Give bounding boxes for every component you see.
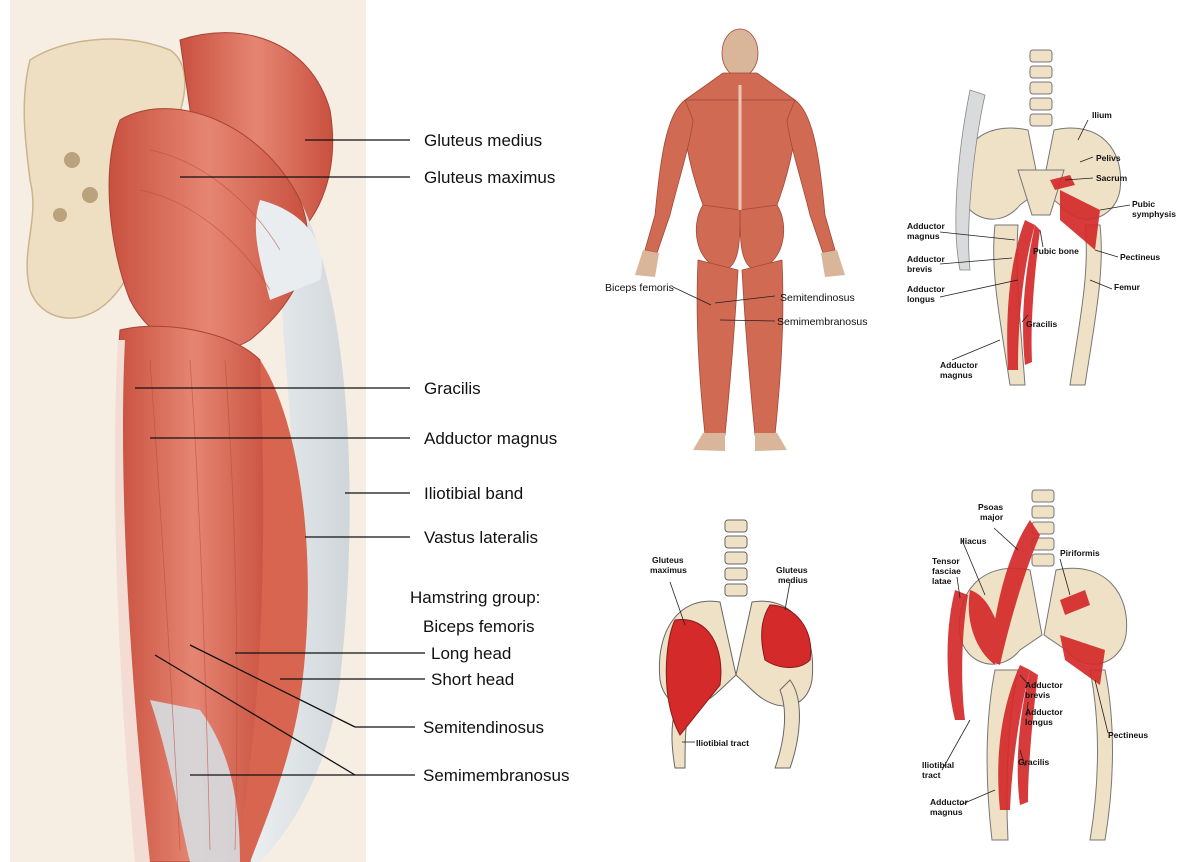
label-adductor-longus-2: longus bbox=[1025, 717, 1053, 727]
label-adductor-magnus-top: Adductor bbox=[907, 221, 945, 231]
sacral-foramen bbox=[82, 187, 98, 203]
vertebra bbox=[1030, 114, 1052, 126]
label-adductor-brevis: Adductor bbox=[1025, 680, 1063, 690]
vertebra bbox=[1032, 490, 1054, 502]
posterior-body-panel: Biceps femoris Semitendinosus Semimembra… bbox=[595, 25, 905, 465]
vertebra bbox=[725, 520, 747, 532]
label-gluteus-maximus: Gluteus bbox=[652, 555, 684, 565]
glutes-illustration: Gluteus maximus Gluteus medius Iliotibia… bbox=[640, 510, 840, 770]
vertebra bbox=[1030, 82, 1052, 94]
tensor-fasciae-latae bbox=[948, 590, 969, 720]
posterior-thigh-panel: Gluteus medius Gluteus maximus Gracilis … bbox=[0, 0, 600, 862]
label-pectineus: Pectineus bbox=[1108, 730, 1148, 740]
vertebra bbox=[725, 584, 747, 596]
label-gluteus-medius-2: medius bbox=[778, 575, 808, 585]
hip-flexors-panel: Psoas major Iliacus Tensor fasciae latae… bbox=[900, 480, 1180, 850]
label-gluteus-medius: Gluteus medius bbox=[424, 131, 542, 150]
label-gracilis: Gracilis bbox=[1026, 319, 1057, 329]
label-pelvis: Pelivs bbox=[1096, 153, 1121, 163]
label-pubic-bone: Pubic bone bbox=[1033, 246, 1079, 256]
label-iliotibial-2: tract bbox=[922, 770, 941, 780]
label-adductor-magnus-bottom: Adductor bbox=[940, 360, 978, 370]
adductor-labels: Ilium Pelivs Sacrum Pubic symphysis Addu… bbox=[907, 110, 1176, 380]
label-semitendinosus: Semitendinosus bbox=[423, 718, 544, 737]
label-piriformis: Piriformis bbox=[1060, 548, 1100, 558]
right-foot bbox=[755, 433, 787, 451]
left-glute bbox=[696, 205, 740, 270]
vertebra bbox=[1032, 554, 1054, 566]
vertebra bbox=[1030, 66, 1052, 78]
left-leg bbox=[697, 260, 738, 435]
vertebra bbox=[725, 552, 747, 564]
left-foot bbox=[693, 433, 725, 451]
label-adductor-magnus-2: magnus bbox=[930, 807, 963, 817]
glutes-panel: Gluteus maximus Gluteus medius Iliotibia… bbox=[640, 510, 840, 770]
label-symphysis: symphysis bbox=[1132, 209, 1176, 219]
vertebra bbox=[725, 536, 747, 548]
label-adductor-magnus: Adductor magnus bbox=[424, 429, 557, 448]
right-femur bbox=[1090, 670, 1113, 840]
right-leg bbox=[742, 260, 783, 435]
label-gracilis: Gracilis bbox=[1018, 757, 1049, 767]
right-arm bbox=[787, 100, 835, 253]
posterior-thigh-illustration: Gluteus medius Gluteus maximus Gracilis … bbox=[0, 0, 600, 862]
label-adductor-longus: Adductor bbox=[907, 284, 945, 294]
head bbox=[722, 29, 758, 77]
label-biceps-femoris: Biceps femoris bbox=[605, 282, 674, 294]
label-adductor-brevis-2: brevis bbox=[1025, 690, 1050, 700]
right-glute bbox=[740, 205, 784, 270]
left-arm bbox=[645, 100, 693, 253]
vertebra bbox=[725, 568, 747, 580]
label-psoas: Psoas bbox=[978, 502, 1003, 512]
label-iliotibial: Iliotibial bbox=[922, 760, 954, 770]
label-gluteus-maximus: Gluteus maximus bbox=[424, 168, 555, 187]
label-adductor-longus-2: longus bbox=[907, 294, 935, 304]
sacral-foramen bbox=[53, 208, 67, 222]
label-short-head: Short head bbox=[431, 670, 514, 689]
label-ilium: Ilium bbox=[1092, 110, 1112, 120]
label-gracilis: Gracilis bbox=[424, 379, 481, 398]
label-iliacus: Iliacus bbox=[960, 536, 987, 546]
label-tensor: Tensor bbox=[932, 556, 960, 566]
vertebra bbox=[1032, 506, 1054, 518]
label-semimembranosus: Semimembranosus bbox=[423, 766, 569, 785]
label-adductor-magnus-bottom-2: magnus bbox=[940, 370, 973, 380]
sacral-foramen bbox=[64, 152, 80, 168]
left-hand bbox=[635, 250, 659, 277]
label-long-head: Long head bbox=[431, 644, 511, 663]
label-adductor-brevis-2: brevis bbox=[907, 264, 932, 274]
adductors-panel: Ilium Pelivs Sacrum Pubic symphysis Addu… bbox=[900, 40, 1180, 400]
label-femur: Femur bbox=[1114, 282, 1141, 292]
label-sacrum: Sacrum bbox=[1096, 173, 1128, 183]
label-gluteus-maximus-2: maximus bbox=[650, 565, 687, 575]
sacrum-bone bbox=[1018, 170, 1064, 215]
adductors-illustration: Ilium Pelivs Sacrum Pubic symphysis Addu… bbox=[900, 40, 1180, 400]
label-gluteus-medius: Gluteus bbox=[776, 565, 808, 575]
vertebra bbox=[1030, 50, 1052, 62]
posterior-body-illustration: Biceps femoris Semitendinosus Semimembra… bbox=[595, 25, 905, 465]
label-vastus-lateralis: Vastus lateralis bbox=[424, 528, 538, 547]
gluteus-medius-muscle bbox=[762, 605, 811, 668]
label-semimembranosus: Semimembranosus bbox=[777, 316, 867, 328]
label-psoas-2: major bbox=[980, 512, 1004, 522]
label-tensor-2: fasciae bbox=[932, 566, 961, 576]
label-tensor-3: latae bbox=[932, 576, 952, 586]
label-adductor-brevis: Adductor bbox=[907, 254, 945, 264]
right-hand bbox=[821, 250, 845, 277]
hip-flexors-illustration: Psoas major Iliacus Tensor fasciae latae… bbox=[900, 480, 1180, 850]
label-pubic: Pubic bbox=[1132, 199, 1155, 209]
label-adductor-longus: Adductor bbox=[1025, 707, 1063, 717]
label-semitendinosus: Semitendinosus bbox=[780, 292, 855, 304]
label-adductor-magnus: Adductor bbox=[930, 797, 968, 807]
label-iliotibial-tract: Iliotibial tract bbox=[696, 738, 749, 748]
label-biceps-femoris: Biceps femoris bbox=[423, 617, 534, 636]
label-adductor-magnus-top-2: magnus bbox=[907, 231, 940, 241]
label-pectineus: Pectineus bbox=[1120, 252, 1160, 262]
label-iliotibial-band: Iliotibial band bbox=[424, 484, 523, 503]
label-hamstring-group: Hamstring group: bbox=[410, 588, 540, 607]
vertebra bbox=[1030, 98, 1052, 110]
